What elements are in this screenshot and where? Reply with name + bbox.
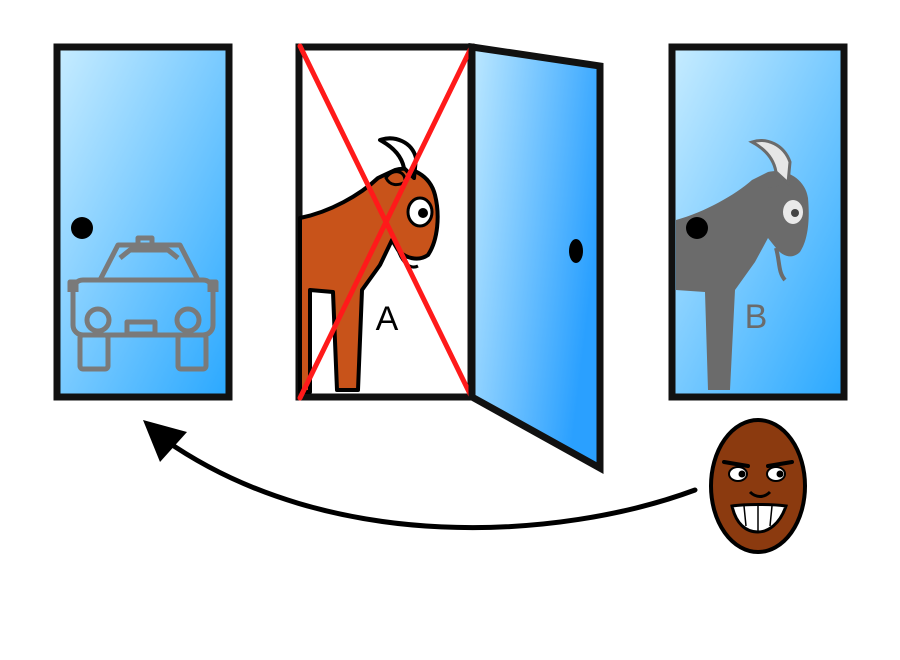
cross-out-icon — [297, 43, 475, 401]
door-middle-panel[interactable] — [468, 42, 604, 474]
car-icon — [67, 235, 219, 372]
door-left[interactable] — [53, 43, 233, 401]
goat-icon — [676, 139, 809, 390]
smiling-face-icon — [709, 418, 807, 554]
door-left-knob[interactable] — [71, 217, 93, 239]
door-right-knob[interactable] — [686, 217, 708, 239]
door-middle-knob[interactable] — [569, 239, 583, 263]
door-right-label: B — [745, 298, 768, 336]
door-middle-label: A — [376, 300, 399, 338]
door-middle[interactable]: A — [295, 42, 604, 474]
door-right[interactable]: B — [668, 43, 848, 401]
curved-arrow-icon — [143, 420, 698, 531]
goat-icon — [298, 136, 440, 394]
